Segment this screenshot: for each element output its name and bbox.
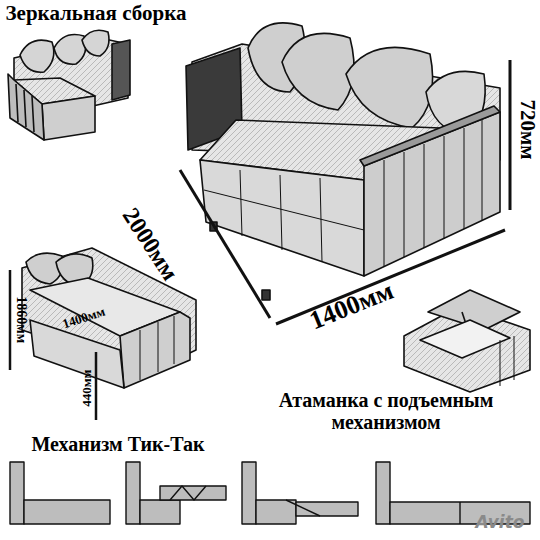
base	[256, 500, 296, 524]
cushion	[82, 30, 109, 56]
sofa-leg	[262, 290, 270, 300]
lift-arm	[170, 486, 206, 500]
dimension-line	[180, 170, 270, 318]
base	[140, 500, 180, 524]
mechanism-steps	[10, 462, 530, 524]
backrest	[126, 462, 140, 524]
bed-seam	[459, 502, 460, 524]
dimension-label: 1400мм	[306, 276, 398, 335]
armrest-top	[360, 106, 500, 166]
armrest	[112, 40, 130, 100]
dimension-label: 720мм	[515, 100, 538, 160]
armrest-stripes	[16, 84, 34, 132]
dimension-lines	[180, 60, 510, 324]
mechanism-title: Механизм Тик-Так	[31, 433, 204, 455]
cushion	[346, 47, 433, 128]
lifted-seat	[160, 486, 226, 500]
watermark: Avito	[476, 513, 525, 532]
dimension-line	[9, 270, 12, 370]
lift-arm	[286, 500, 320, 516]
chaise-front	[200, 160, 364, 276]
side-armrest	[8, 74, 44, 140]
view-caption: Зеркальная сборка	[6, 2, 187, 25]
cushion	[54, 35, 86, 65]
backrest	[242, 462, 256, 524]
seat	[24, 500, 110, 524]
armrest-stripes	[500, 336, 514, 386]
cushion	[282, 33, 354, 110]
backrest	[376, 462, 390, 524]
storage-sofa	[404, 290, 530, 392]
dimension-line	[95, 352, 98, 420]
storage-box	[420, 320, 510, 358]
backrest	[10, 462, 24, 524]
cushion	[20, 40, 54, 72]
chaise-front	[42, 96, 95, 140]
dimension-label: 440мм	[81, 369, 95, 406]
dimension-label: 1860мм	[14, 296, 29, 343]
armrest-block	[120, 312, 190, 388]
bed-front	[30, 320, 124, 388]
dimension-line	[509, 60, 512, 210]
model-name: Атаманка с подъемным механизмом	[236, 389, 536, 433]
armrest-stripes	[140, 316, 174, 380]
mirror-sofa	[8, 30, 130, 140]
